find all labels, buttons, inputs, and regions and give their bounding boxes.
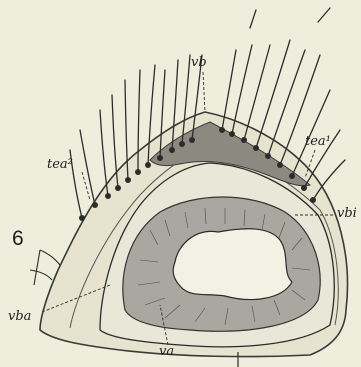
figure-number: 6 (12, 228, 24, 249)
label-tea1: tea¹ (305, 135, 331, 148)
label-va: va (159, 345, 174, 358)
label-vb: vb (191, 56, 207, 69)
label-vba: vba (8, 310, 31, 323)
label-vbi: vbi (337, 207, 357, 220)
label-tea2: tea² (47, 158, 73, 171)
central-cavity (173, 229, 292, 300)
